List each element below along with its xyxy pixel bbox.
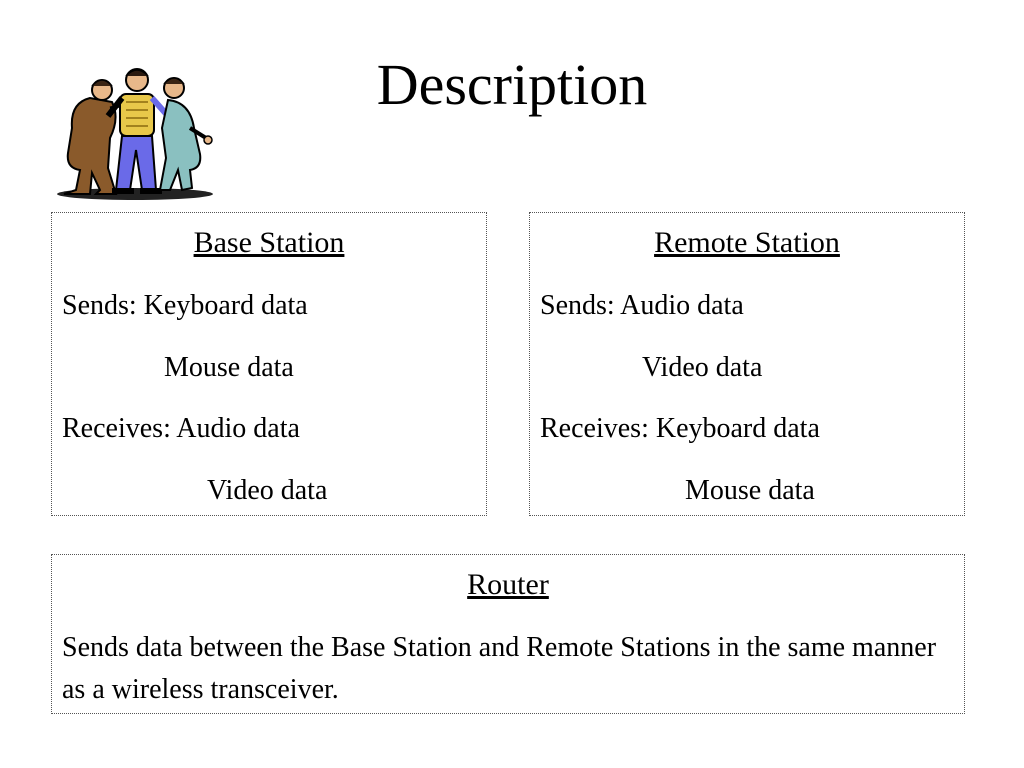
base-station-box: Base Station Sends: Keyboard data Mouse … [51,212,487,516]
router-box: Router Sends data between the Base Stati… [51,554,965,714]
middle-person-figure [105,68,171,194]
remote-station-sends-line2: Video data [642,352,763,383]
base-station-sends-line: Sends: Keyboard data [62,290,308,321]
slide-title: Description [376,52,648,117]
people-huddle-clipart [57,68,213,200]
remote-station-receives-line2: Mouse data [685,475,815,506]
base-station-sends-line2: Mouse data [164,352,294,383]
router-description: Sends data between the Base Station and … [62,632,937,705]
remote-station-receives-line: Receives: Keyboard data [540,413,820,444]
remote-station-heading: Remote Station [654,226,840,259]
remote-station-sends-line: Sends: Audio data [540,290,744,321]
base-station-heading: Base Station [193,226,345,259]
remote-station-box: Remote Station Sends: Audio data Video d… [529,212,965,516]
router-heading: Router [467,568,549,601]
right-person-figure [158,77,213,192]
base-station-receives-line2: Video data [207,475,328,506]
base-station-receives-line: Receives: Audio data [62,413,300,444]
